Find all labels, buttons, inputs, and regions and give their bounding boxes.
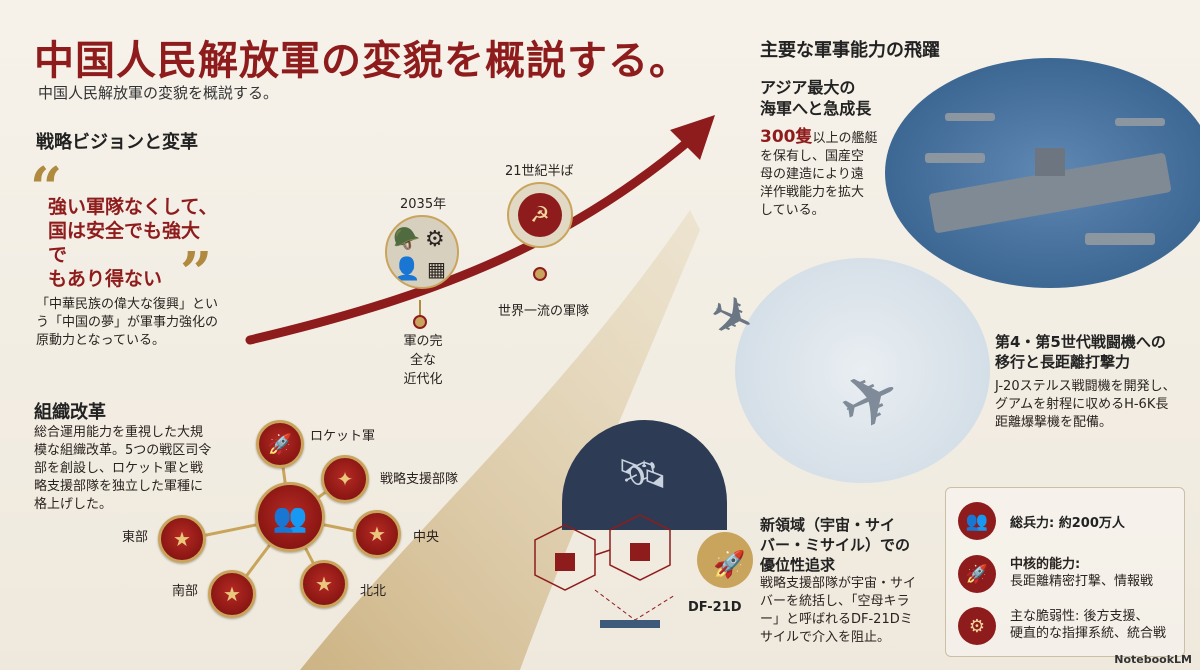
text-line: 格上げした。	[34, 497, 113, 512]
central-theater-medal-icon: ★	[353, 510, 401, 558]
milestone-2035-label: 軍の完全な 近代化	[398, 330, 448, 387]
page-subtitle: 中国人民解放軍の変貌を概説する。	[38, 84, 279, 102]
text-line: グアムを射程に収めるH-6K長	[995, 397, 1169, 412]
navy-fleet-image	[885, 58, 1200, 288]
quote-line: 強い軍隊なくして、	[48, 196, 218, 218]
southern-theater-medal-icon: ★	[208, 570, 256, 618]
network-weakness-icon: ⚙	[958, 607, 996, 645]
text-line: 硬直的な指揮系統、統合戦	[1010, 626, 1167, 641]
notebooklm-brand: NotebookLM	[1114, 653, 1192, 666]
missile-label: DF-21D	[688, 600, 742, 615]
text-line: 海軍へと急成長	[760, 99, 872, 118]
milestone-2035-year: 2035年	[400, 197, 447, 212]
vision-heading: 戦略ビジョンと変革	[36, 132, 198, 153]
text-line: う「中国の夢」が軍事力強化の	[36, 315, 219, 330]
navy-ship-count: 300隻	[760, 127, 813, 147]
strategic-support-medal-icon: ✦	[321, 455, 369, 503]
core-capability-stat: 中核的能力: 長距離精密打撃、情報戦	[1010, 556, 1153, 590]
text-line: バーを統括し、「空母キラ	[760, 594, 910, 609]
text-line: サイルで介入を阻止。	[760, 630, 891, 645]
modernization-icon: 🪖 ⚙ 👤 ▦	[385, 215, 459, 289]
northern-theater-label: 北北	[360, 584, 387, 599]
text-line: 略支援部隊を独立した軍種に	[34, 479, 204, 494]
air-text: J-20ステルス戦闘機を開発し、 グアムを射程に収めるH-6K長 距離爆撃機を配…	[995, 378, 1195, 432]
svg-text:🚀: 🚀	[713, 549, 745, 580]
central-theater-label: 中央	[413, 530, 440, 545]
text-line: 第4・第5世代戦闘機への	[995, 333, 1166, 351]
text-line: 総合運用能力を重視した大規	[34, 425, 204, 440]
cyber-network-graphic: 🚀	[534, 515, 753, 628]
troops-icon: 👥	[958, 502, 996, 540]
troops-stat: 総兵力: 約200万人	[1010, 516, 1125, 531]
text-line: 母の建造により遠	[760, 167, 864, 182]
quote-line: もあり得ない	[48, 268, 163, 290]
domain-text: 戦略支援部隊が宇宙・サイ バーを統括し、「空母キラ ー」と呼ばれるDF-21Dミ…	[760, 575, 940, 647]
page-title: 中国人民解放軍の変貌を概説する。	[34, 38, 690, 84]
text-line: 移行と長距離打撃力	[995, 353, 1131, 371]
text-line: 主な脆弱性: 後方支援、	[1010, 609, 1149, 624]
text-line: 新領域（宇宙・サイ	[760, 516, 896, 534]
eastern-theater-medal-icon: ★	[158, 515, 206, 563]
air-heading: 第4・第5世代戦闘機への 移行と長距離打撃力	[995, 332, 1166, 372]
close-quote-icon: ”	[180, 240, 213, 306]
text-line: 「中華民族の偉大な復興」とい	[36, 297, 219, 312]
text-line: バー・ミサイル）での	[760, 536, 911, 554]
eastern-theater-label: 東部	[122, 530, 149, 545]
strategic-support-label: 戦略支援部隊	[380, 472, 459, 487]
satellite-icon: 🛰	[617, 451, 668, 497]
text-line: 戦略支援部隊が宇宙・サイ	[760, 576, 917, 591]
text-line: 洋作戦能力を拡大	[760, 185, 865, 200]
text-line: J-20ステルス戦闘機を開発し、	[995, 379, 1176, 394]
rocket-force-medal-icon: 🚀	[256, 420, 304, 468]
text-line: ー」と呼ばれるDF-21Dミ	[760, 612, 913, 627]
text-line: 模な組織改革。5つの戦区司令	[34, 443, 212, 458]
northern-theater-medal-icon: ★	[300, 560, 348, 608]
reform-text: 総合運用能力を重視した大規 模な組織改革。5つの戦区司令 部を創設し、ロケット軍…	[34, 424, 224, 514]
southern-theater-label: 南部	[172, 584, 199, 599]
text-line: 軍の完全な	[403, 334, 443, 368]
milestone-mid-label: 世界一流の軍隊	[498, 304, 590, 319]
reform-heading: 組織改革	[34, 402, 106, 423]
chinese-dream-text: 「中華民族の偉大な復興」とい う「中国の夢」が軍事力強化の 原動力となっている。	[36, 296, 256, 350]
text-line: 300隻以上の艦艇	[760, 128, 880, 148]
red-trend-arrow-line	[245, 135, 695, 345]
domain-heading: 新領域（宇宙・サイ バー・ミサイル）での 優位性追求	[760, 515, 910, 575]
text-line: 優位性追求	[760, 556, 836, 574]
text-line: 長距離精密打撃、情報戦	[1010, 574, 1154, 589]
capabilities-heading: 主要な軍事能力の飛躍	[760, 40, 940, 61]
weakness-stat: 主な脆弱性: 後方支援、 硬直的な指揮系統、統合戦	[1010, 608, 1166, 642]
text-line: 部を創設し、ロケット軍と戦	[34, 461, 204, 476]
gold-sweep	[300, 210, 700, 670]
h6k-bomber-icon: ✈	[825, 349, 916, 451]
text-line: 以上の艦艇	[812, 131, 878, 146]
text-line: 距離爆撃機を配備。	[995, 415, 1113, 430]
missile-capability-icon: 🚀	[958, 555, 996, 593]
quote-line: 国は安全でも強大で	[48, 220, 201, 266]
text-line: 原動力となっている。	[36, 333, 165, 348]
text-line: を保有し、国産空	[760, 149, 865, 164]
navy-heading: アジア最大の 海軍へと急成長	[760, 77, 871, 119]
central-command-medal-icon: 👥	[255, 482, 325, 552]
text-line: 中核的能力:	[1010, 557, 1081, 572]
pla-emblem-icon: ☭	[507, 182, 573, 248]
text-line: している。	[760, 203, 825, 218]
rocket-force-label: ロケット軍	[310, 429, 376, 444]
text-line: アジア最大の	[760, 78, 856, 97]
navy-text: 300隻以上の艦艇 を保有し、国産空 母の建造により遠 洋作戦能力を拡大 してい…	[760, 128, 880, 220]
red-arrowhead	[670, 115, 715, 160]
text-line: 近代化	[403, 372, 443, 387]
open-quote-icon: “	[30, 155, 63, 221]
aircraft-image: ✈ ✈	[699, 258, 990, 483]
milestone-mid-year: 21世紀半ば	[505, 164, 574, 179]
quote-text: 強い軍隊なくして、 国は安全でも強大で もあり得ない	[48, 195, 218, 291]
